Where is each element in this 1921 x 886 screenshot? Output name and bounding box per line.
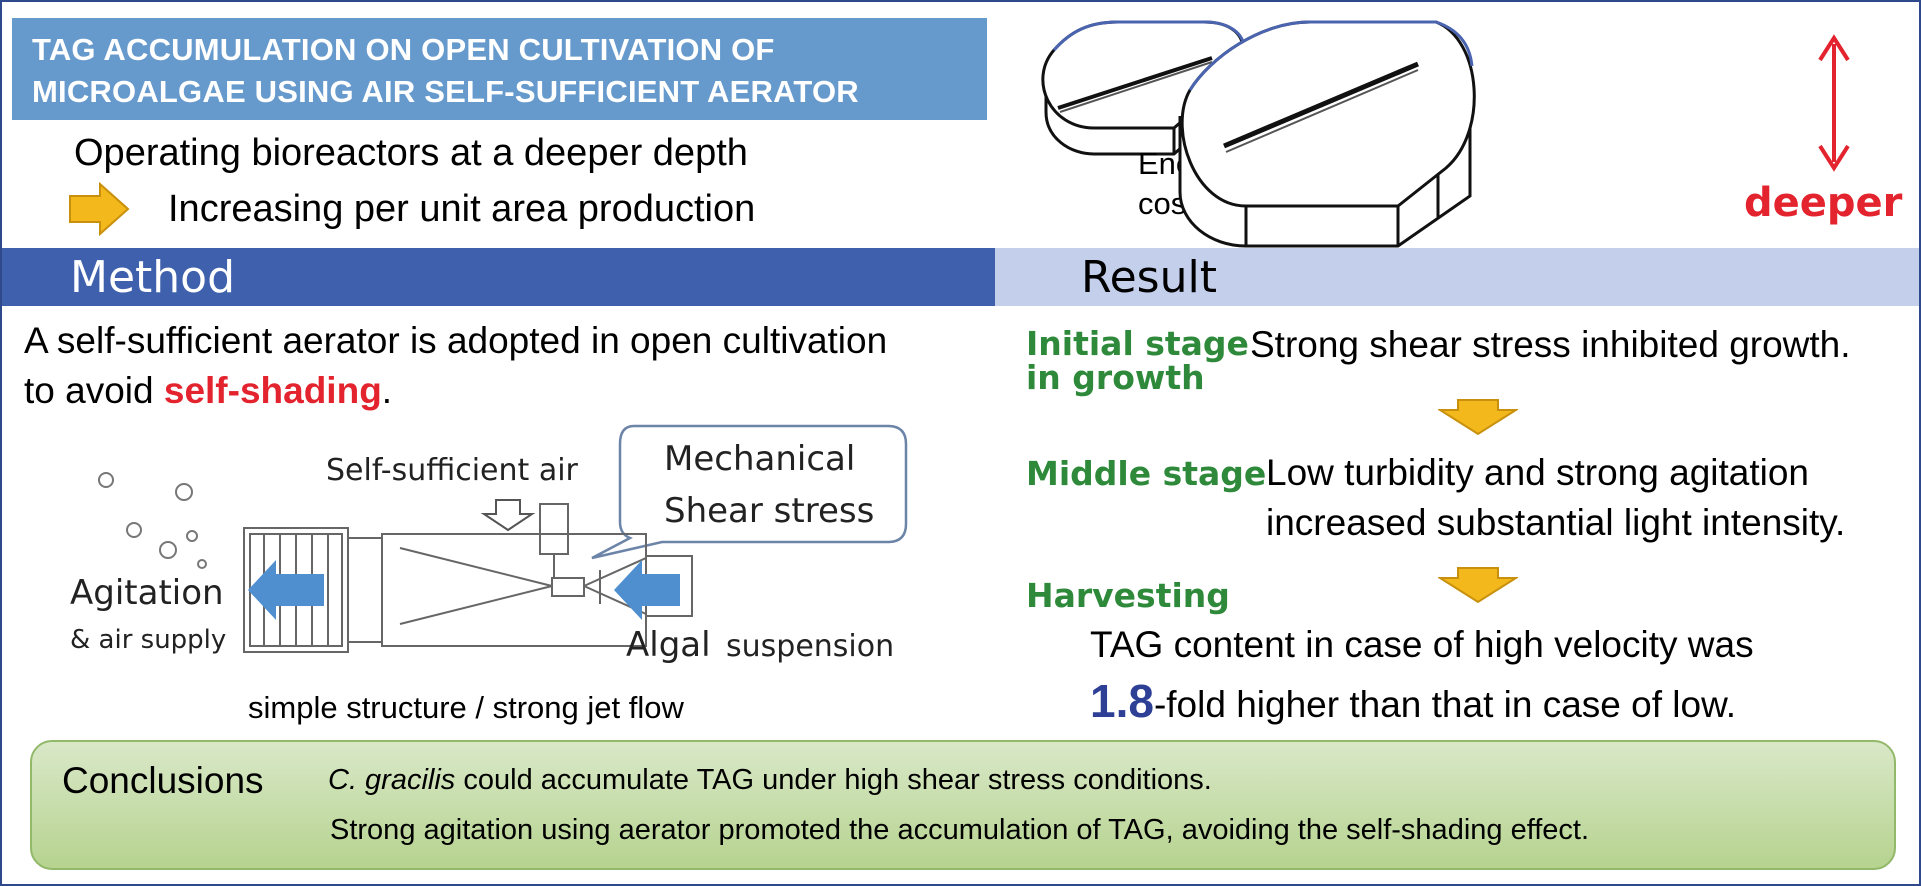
fold-text: -fold higher than that in case of low. bbox=[1153, 684, 1737, 725]
method-text-suffix: . bbox=[381, 370, 393, 411]
air-supply-label: & air supply bbox=[70, 625, 226, 655]
aerator-diagram: Self-sufficient air Mechanical Shear str… bbox=[70, 424, 908, 665]
inflow-arrow-icon bbox=[614, 560, 680, 620]
air-inlet-arrow-icon bbox=[480, 499, 536, 532]
diagram-caption: simple structure / strong jet flow bbox=[248, 690, 684, 725]
intro-line-1: Operating bioreactors at a deeper depth bbox=[74, 132, 748, 174]
method-header-bar: Method bbox=[2, 248, 995, 306]
conclusions-box: Conclusions C. gracilis could accumulate… bbox=[30, 740, 1896, 870]
stage-3-label: Harvesting bbox=[1026, 576, 1230, 615]
stage-3-text-line-1: TAG content in case of high velocity was bbox=[1090, 624, 1754, 665]
method-header: Method bbox=[70, 252, 236, 303]
conclusions-label: Conclusions bbox=[62, 760, 264, 801]
stage-2-text-line-1: Low turbidity and strong agitation bbox=[1266, 452, 1810, 493]
fold-value: 1.8 bbox=[1090, 675, 1154, 727]
stage-1-text: Strong shear stress inhibited growth. bbox=[1250, 324, 1851, 365]
self-sufficient-air-label: Self-sufficient air bbox=[326, 453, 579, 488]
callout-line-1: Mechanical bbox=[664, 439, 855, 479]
method-text-line-1: A self-sufficient aerator is adopted in … bbox=[24, 320, 888, 361]
arrow-right-icon bbox=[69, 182, 130, 236]
conclusion-line-1: C. gracilis could accumulate TAG under h… bbox=[328, 764, 1212, 797]
outflow-arrow-icon bbox=[248, 560, 324, 620]
result-header: Result bbox=[1081, 252, 1217, 303]
down-arrow-2-icon bbox=[1438, 567, 1518, 604]
deeper-label: deeper bbox=[1744, 180, 1903, 226]
bubbles-icon bbox=[98, 472, 207, 569]
stage-2-label: Middle stage bbox=[1026, 454, 1267, 493]
stage-1-label-line-1: Initial stage bbox=[1026, 324, 1249, 363]
self-shading-highlight: self-shading bbox=[163, 370, 382, 411]
stage-3-text-line-2: 1.8-fold higher than that in case of low… bbox=[1090, 674, 1736, 728]
title-banner: TAG ACCUMULATION ON OPEN CULTIVATION OF … bbox=[12, 18, 987, 120]
suspension-label: suspension bbox=[726, 629, 894, 664]
raceway-comparison-diagram: >> Energy production cost deeper bbox=[1041, 20, 1903, 248]
down-arrow-1-icon bbox=[1438, 399, 1518, 436]
method-text-line-2: to avoid self-shading. bbox=[24, 370, 392, 412]
stage-1-label-line-2: in growth bbox=[1026, 358, 1205, 397]
method-text-prefix: to avoid bbox=[24, 370, 164, 411]
callout-line-2: Shear stress bbox=[664, 491, 874, 531]
algal-label: Algal bbox=[626, 625, 711, 665]
result-header-bar: Result bbox=[995, 248, 1919, 306]
depth-arrow-icon bbox=[1818, 34, 1850, 172]
conclusion-line-1-rest: could accumulate TAG under high shear st… bbox=[455, 764, 1212, 796]
species-name: C. gracilis bbox=[328, 764, 456, 796]
stage-2-text-line-2: increased substantial light intensity. bbox=[1266, 502, 1846, 543]
shear-stress-callout bbox=[591, 424, 908, 560]
intro-line-2: Increasing per unit area production bbox=[168, 188, 756, 230]
title-line-1: TAG ACCUMULATION ON OPEN CULTIVATION OF bbox=[32, 32, 775, 67]
deep-raceway-illustration bbox=[1178, 20, 1476, 248]
agitation-label: Agitation bbox=[70, 573, 224, 613]
conclusion-line-2: Strong agitation using aerator promoted … bbox=[330, 814, 1590, 846]
title-line-2: MICROALGAE USING AIR SELF-SUFFICIENT AER… bbox=[32, 74, 859, 109]
